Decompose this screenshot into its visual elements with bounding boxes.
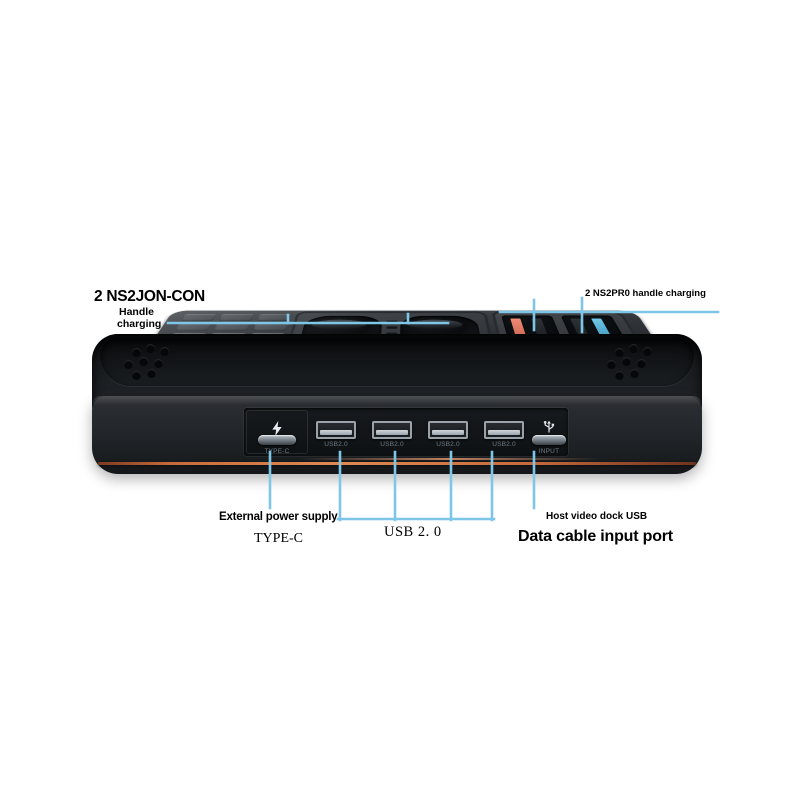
callout-joycon-title: 2 NS2JON-CON bbox=[94, 288, 205, 305]
tray-rim bbox=[100, 338, 694, 386]
usb-c-connector bbox=[258, 435, 296, 445]
speaker-vent-right bbox=[597, 344, 671, 384]
port-label: USB2.0 bbox=[380, 441, 404, 448]
dock-body-front: TYPE-C USB2.0 USB2.0 USB2.0 bbox=[92, 396, 702, 474]
game-card-slot bbox=[252, 323, 289, 331]
charging-dock-illustration: TYPE-C USB2.0 USB2.0 USB2.0 bbox=[92, 262, 702, 487]
port-usb-2[interactable]: USB2.0 bbox=[372, 421, 412, 448]
callout-data-cable-input: Data cable input port bbox=[518, 528, 673, 545]
callout-usb-group: USB 2. 0 bbox=[384, 524, 442, 540]
type-c-recess bbox=[246, 410, 308, 454]
callout-type-c: TYPE-C bbox=[254, 531, 303, 546]
usb-a-connector bbox=[428, 421, 468, 439]
game-card-slot bbox=[256, 314, 291, 321]
port-usb-3[interactable]: USB2.0 bbox=[428, 421, 468, 448]
port-label: USB2.0 bbox=[436, 441, 460, 448]
callout-pro-controller: 2 NS2PR0 handle charging bbox=[585, 288, 706, 299]
usb-a-connector bbox=[484, 421, 524, 439]
callout-external-power: External power supply bbox=[219, 511, 338, 523]
callout-joycon-sub-2: charging bbox=[117, 318, 162, 330]
accent-highlight-line bbox=[300, 458, 600, 460]
copper-accent-trim bbox=[98, 462, 696, 465]
port-type-c[interactable]: TYPE-C bbox=[258, 416, 296, 455]
game-card-slot bbox=[174, 323, 212, 331]
usb-c-connector bbox=[532, 435, 566, 445]
usb-a-connector bbox=[372, 421, 412, 439]
port-usb-1[interactable]: USB2.0 bbox=[316, 421, 356, 448]
port-panel: TYPE-C USB2.0 USB2.0 USB2.0 bbox=[244, 408, 568, 456]
usb-trident-icon bbox=[543, 420, 555, 433]
port-usb-4[interactable]: USB2.0 bbox=[484, 421, 524, 448]
game-card-slot bbox=[218, 314, 254, 321]
callout-joycon-sub-1: Handle bbox=[119, 306, 155, 318]
port-label: USB2.0 bbox=[324, 441, 348, 448]
game-card-slot bbox=[180, 314, 217, 321]
game-card-slot bbox=[213, 323, 250, 331]
port-label: INPUT bbox=[538, 448, 560, 455]
usb-a-connector bbox=[316, 421, 356, 439]
port-label: USB2.0 bbox=[492, 441, 516, 448]
callout-host-video-dock: Host video dock USB bbox=[546, 511, 648, 522]
speaker-vent-left bbox=[114, 344, 188, 384]
port-label: TYPE-C bbox=[264, 448, 290, 455]
port-input[interactable]: INPUT bbox=[532, 416, 566, 455]
lightning-bolt-icon bbox=[272, 421, 282, 436]
